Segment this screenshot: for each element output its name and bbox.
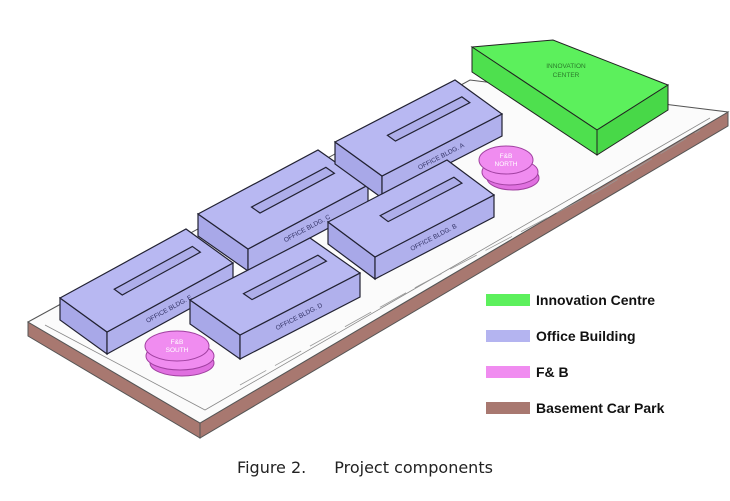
fnb-north: F&B NORTH (478, 145, 540, 191)
innovation-label-2: CENTER (553, 72, 580, 79)
caption-number: Figure 2. (237, 458, 307, 477)
office-building-b: OFFICE BLDG. B (326, 159, 496, 281)
legend-swatch (486, 366, 530, 378)
fnb-north-label-2: NORTH (495, 161, 518, 168)
legend-fnb: F& B (486, 364, 569, 380)
legend-label: F& B (536, 364, 569, 380)
legend-carpark: Basement Car Park (486, 400, 664, 416)
legend-label: Innovation Centre (536, 292, 656, 308)
office-building-e: OFFICE BLDG. E (58, 228, 235, 356)
roof-strip (113, 245, 202, 296)
roof-strip (379, 176, 464, 223)
legend-office: Office Building (486, 328, 636, 344)
roof-strip (250, 166, 336, 214)
fnb-north-label-1: F&B (500, 153, 513, 160)
roof-strip (386, 96, 471, 142)
legend-innovation: Innovation Centre (486, 292, 655, 308)
fnb-south-label-1: F&B (171, 339, 184, 346)
legend-swatch (486, 294, 530, 306)
legend-swatch (486, 330, 530, 342)
fnb-south-label-2: SOUTH (166, 347, 189, 354)
office-building-d: OFFICE BLDG. D (188, 237, 362, 361)
legend-label: Basement Car Park (536, 400, 665, 416)
caption-title: Project components (334, 458, 493, 477)
roof-strip (242, 254, 328, 301)
legend-swatch (486, 402, 530, 414)
innovation-label-1: INNOVATION (546, 63, 586, 70)
legend-label: Office Building (536, 328, 636, 344)
fnb-south: F&B SOUTH (144, 330, 215, 377)
figure-caption: Figure 2. Project components (0, 458, 730, 477)
innovation-centre: INNOVATION CENTER (470, 39, 670, 156)
